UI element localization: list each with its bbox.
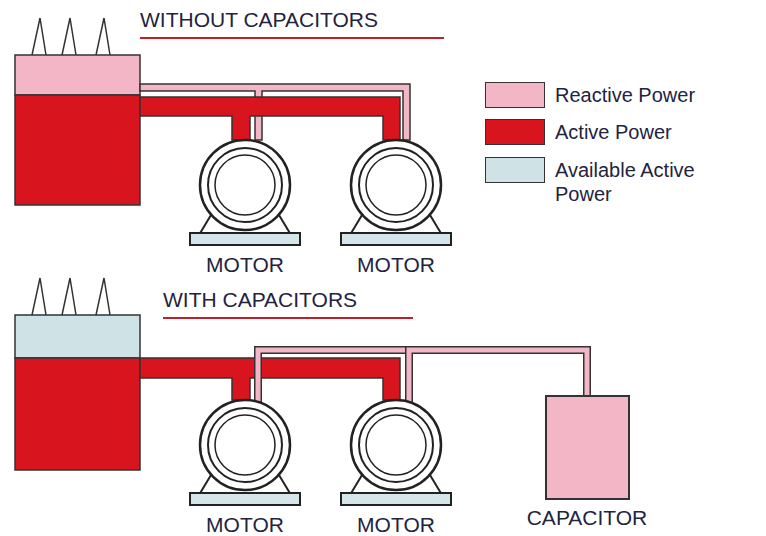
motor-node: MOTOR bbox=[340, 137, 452, 277]
motor-label: MOTOR bbox=[340, 253, 452, 277]
legend-swatch bbox=[485, 119, 545, 145]
motor-symbol bbox=[340, 137, 452, 247]
motor-label: MOTOR bbox=[340, 513, 452, 536]
legend-text: Active Power bbox=[555, 120, 755, 144]
legend-text: Available Active Power bbox=[555, 158, 755, 206]
legend-text: Reactive Power bbox=[555, 83, 755, 107]
capacitor-node: CAPACITOR bbox=[523, 395, 652, 530]
motor-label: MOTOR bbox=[189, 513, 301, 536]
capacitor-box bbox=[545, 395, 630, 500]
heading-underline bbox=[140, 37, 444, 39]
heading-underline bbox=[163, 317, 413, 319]
capacitor-label: CAPACITOR bbox=[523, 506, 652, 530]
panel-heading: WITHOUT CAPACITORS bbox=[140, 8, 378, 32]
motor-node: MOTOR bbox=[189, 397, 301, 536]
legend-swatch bbox=[485, 82, 545, 108]
motor-label: MOTOR bbox=[189, 253, 301, 277]
legend-swatch bbox=[485, 157, 545, 183]
motor-node: MOTOR bbox=[189, 137, 301, 277]
motor-symbol bbox=[189, 137, 301, 247]
panel-heading: WITH CAPACITORS bbox=[163, 288, 357, 312]
motor-node: MOTOR bbox=[340, 397, 452, 536]
reactive-connector bbox=[258, 350, 587, 405]
motor-symbol bbox=[340, 397, 452, 507]
motor-symbol bbox=[189, 397, 301, 507]
